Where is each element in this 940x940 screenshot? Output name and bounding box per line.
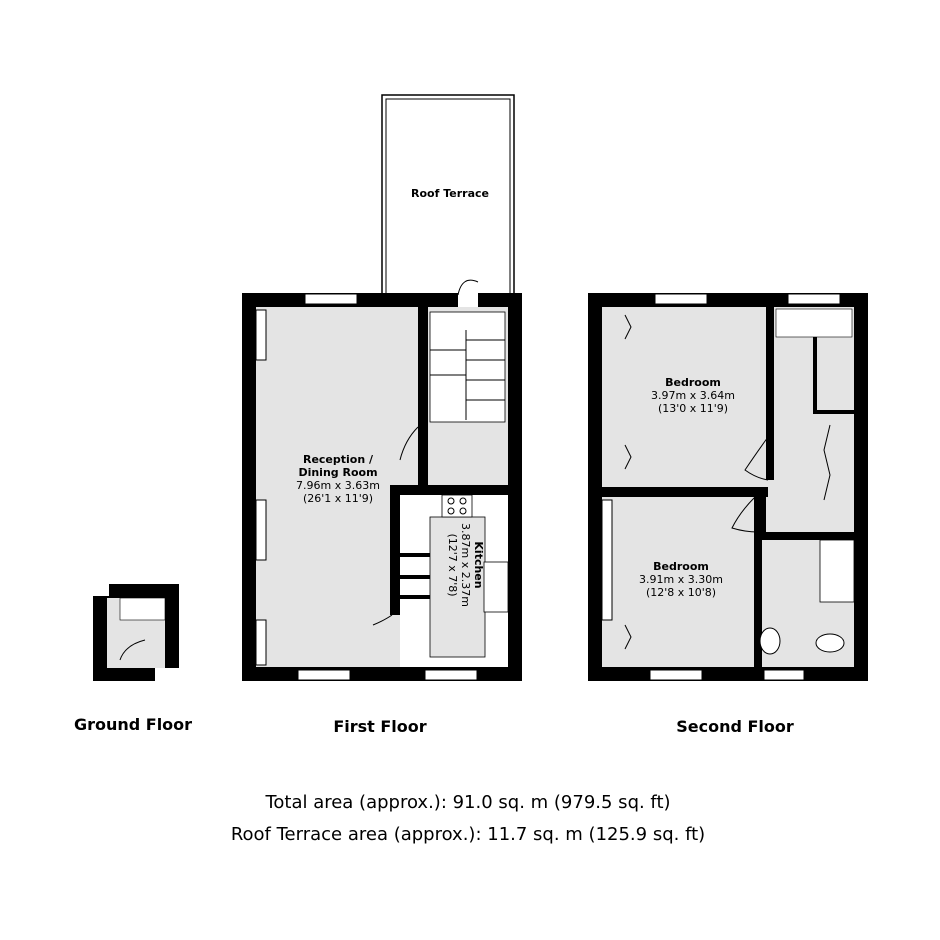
ground-floor-label: Ground Floor (74, 715, 192, 734)
kitchen-size-metric: 3.87m x 2.37m (459, 523, 472, 607)
roof-terrace-label: Roof Terrace (411, 187, 489, 200)
first-floor-label: First Floor (333, 717, 426, 736)
sink-icon (483, 561, 509, 613)
basin-icon (759, 627, 781, 655)
hob-icon (441, 494, 473, 518)
kitchen-size-imperial: (12'7 x 7'8) (446, 533, 459, 596)
bedroom-1-size-imperial: (13'0 x 11'9) (658, 402, 728, 415)
second-floor-plan: Bedroom 3.97m x 3.64m (13'0 x 11'9) Bedr… (588, 293, 868, 681)
reception-label-line2: Dining Room (298, 466, 377, 479)
shower-icon (819, 539, 855, 603)
second-floor-label: Second Floor (676, 717, 794, 736)
bedroom-1-label: Bedroom (665, 376, 721, 389)
bedroom-2-label: Bedroom (653, 560, 709, 573)
ground-floor-plan (93, 584, 179, 681)
bedroom-1-size-metric: 3.97m x 3.64m (651, 389, 735, 402)
reception-size-metric: 7.96m x 3.63m (296, 479, 380, 492)
toilet-icon (815, 633, 845, 653)
bedroom-2-size-metric: 3.91m x 3.30m (639, 573, 723, 586)
kitchen-label: Kitchen (472, 541, 485, 588)
staircase (429, 311, 506, 423)
total-area-text: Total area (approx.): 91.0 sq. m (979.5 … (264, 792, 670, 813)
bedroom-2-size-imperial: (12'8 x 10'8) (646, 586, 716, 599)
reception-size-imperial: (26'1 x 11'9) (303, 492, 373, 505)
roof-terrace: Roof Terrace (381, 94, 515, 296)
reception-label-line1: Reception / (303, 453, 374, 466)
first-floor-plan: Reception / Dining Room 7.96m x 3.63m (2… (242, 279, 522, 681)
roof-terrace-area-text: Roof Terrace area (approx.): 11.7 sq. m … (231, 824, 705, 845)
